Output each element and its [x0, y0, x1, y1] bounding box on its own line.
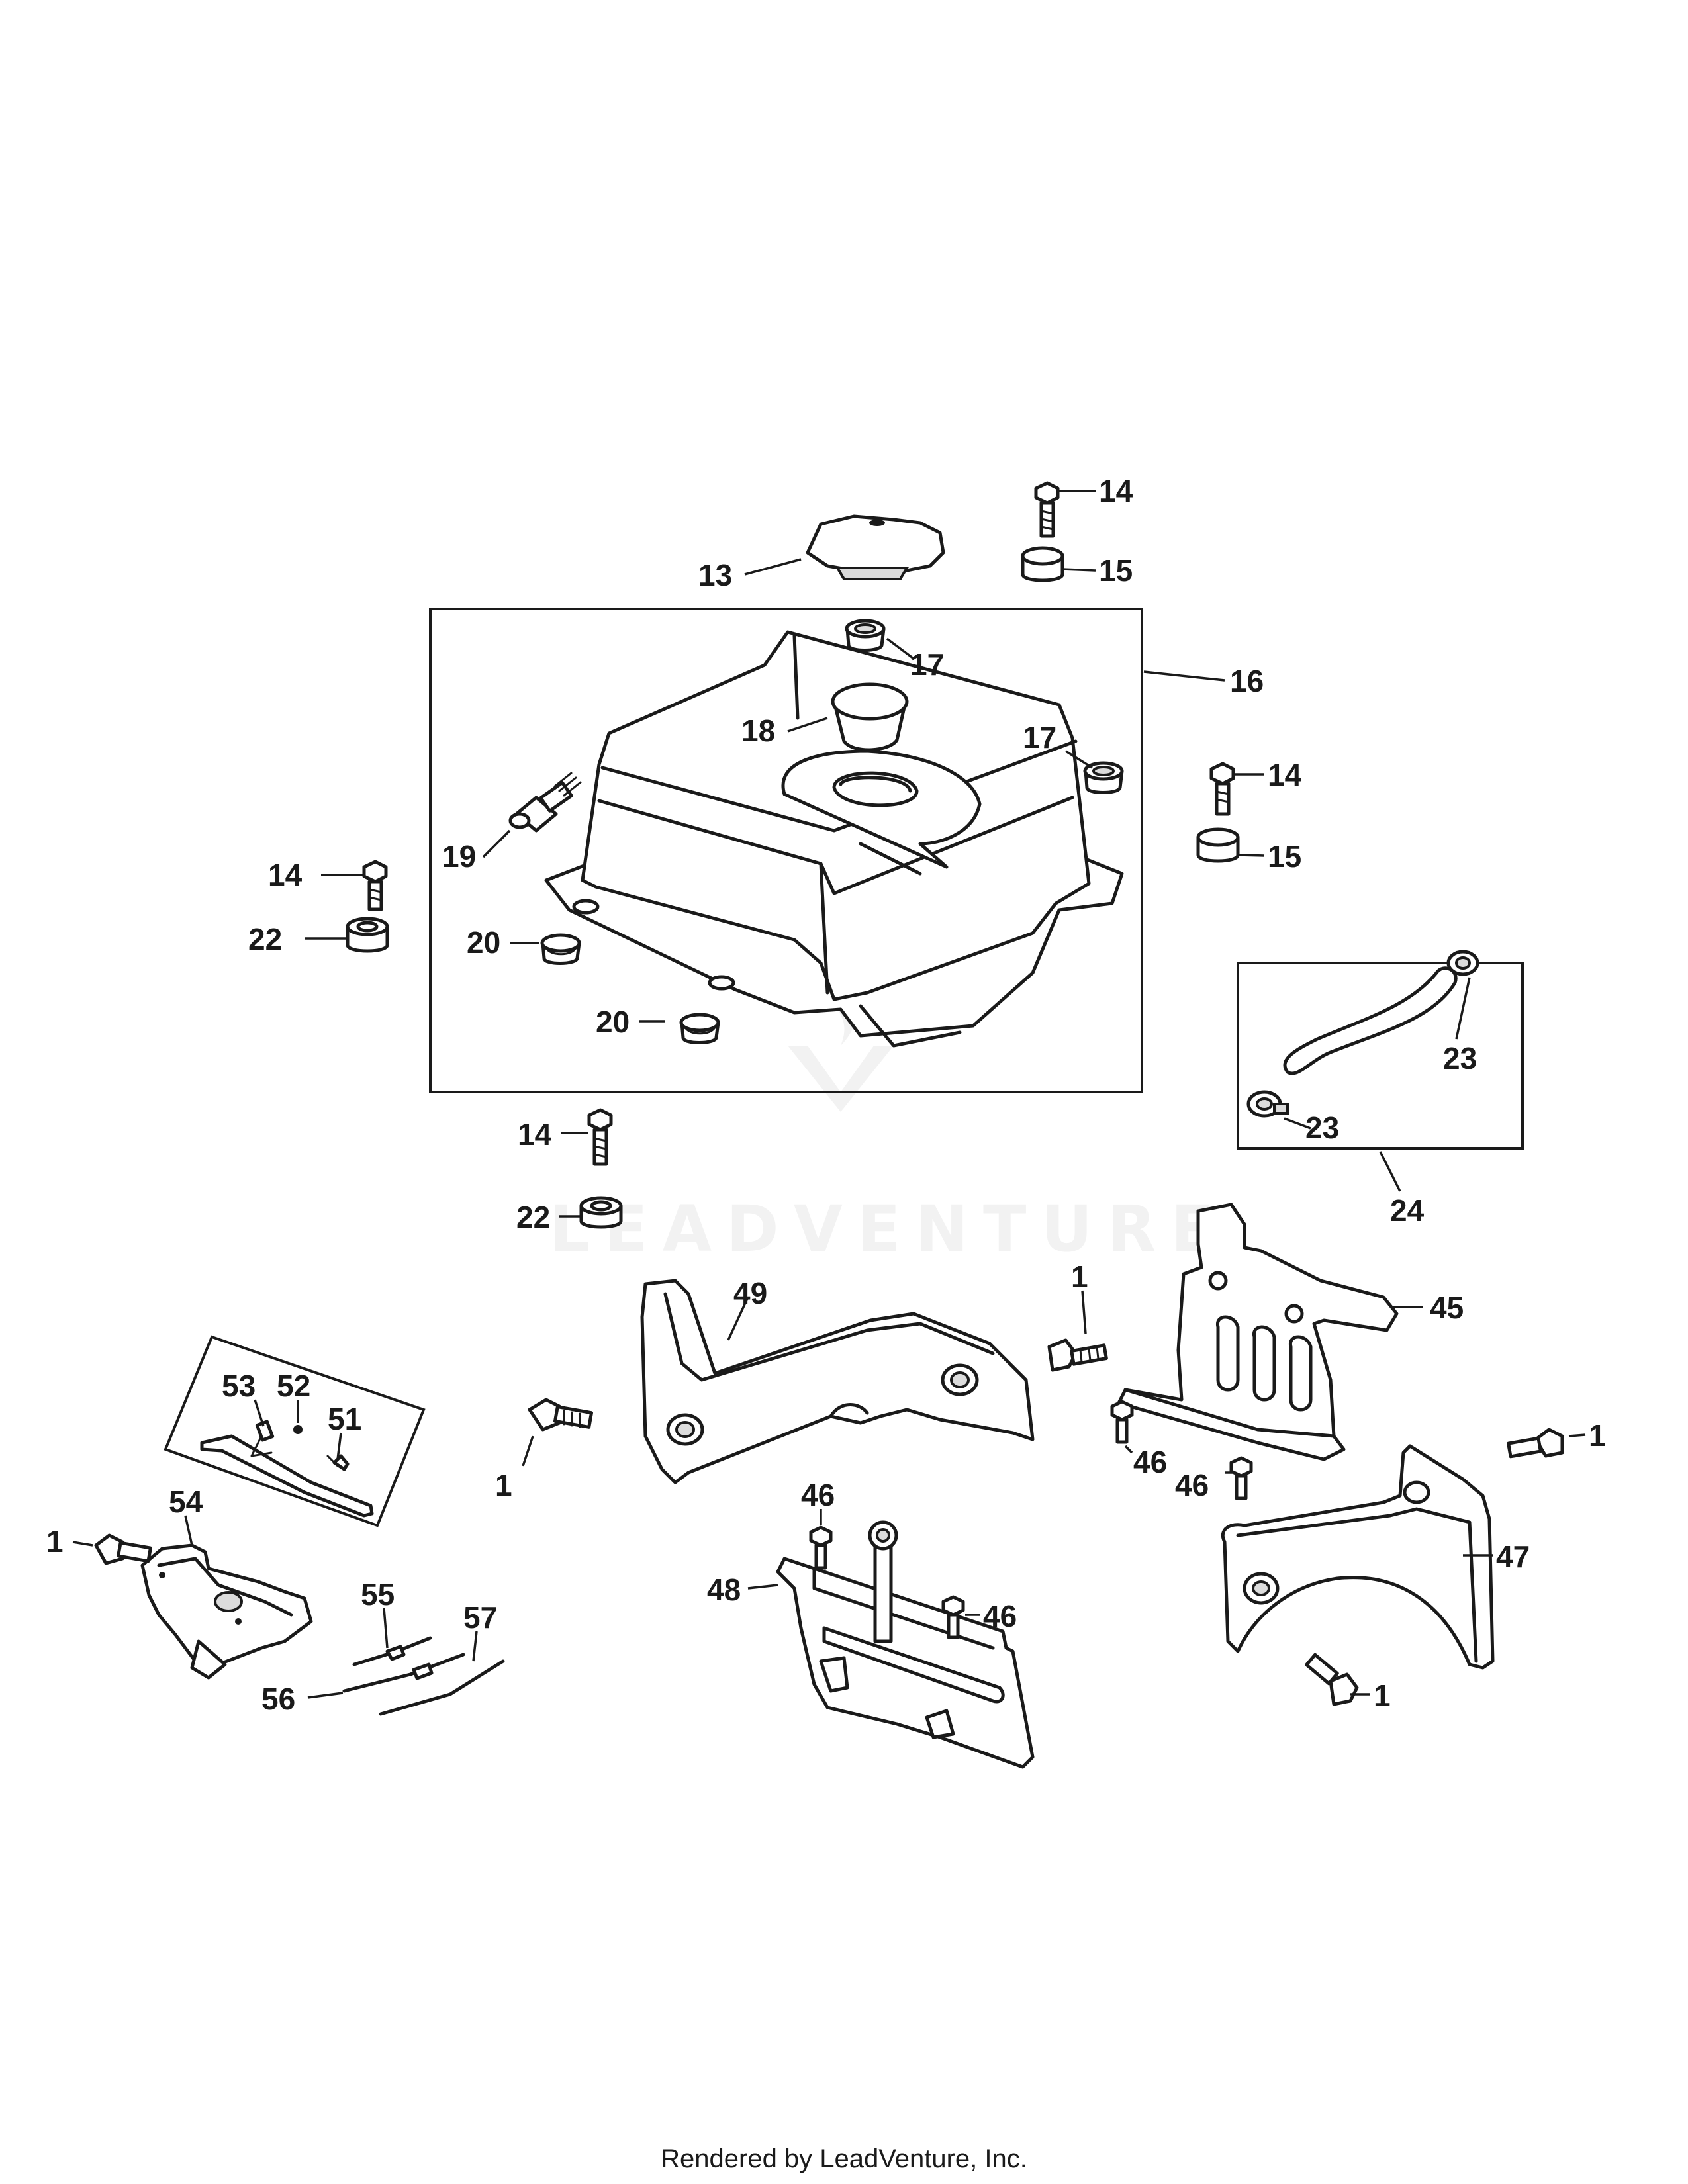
callout-24: 24 [1390, 1193, 1425, 1228]
callout-20: 20 [596, 1005, 630, 1039]
hex-bolt-46-lower[interactable] [941, 1595, 965, 1639]
fuel-cap[interactable] [806, 514, 945, 580]
callout-49: 49 [733, 1276, 767, 1310]
engine-shroud-bracket[interactable] [1221, 1444, 1495, 1670]
choke-linkage-kit-box [164, 1335, 426, 1527]
callout-45: 45 [1430, 1291, 1464, 1325]
grommet-bottom-center[interactable] [679, 1013, 720, 1044]
governor-spring[interactable] [379, 1659, 505, 1716]
callouts: 14 15 13 17 16 18 17 14 19 15 14 22 20 2… [46, 474, 1606, 1716]
callout-1: 1 [495, 1468, 512, 1502]
flange-bolt-bottom[interactable] [1305, 1653, 1359, 1706]
flange-bolt-far-left[interactable] [94, 1533, 152, 1565]
callout-14: 14 [268, 858, 303, 892]
callout-20: 20 [467, 925, 500, 960]
grommet-top-left[interactable] [845, 619, 886, 652]
callout-46: 46 [983, 1599, 1017, 1633]
callout-56: 56 [261, 1682, 295, 1716]
choke-lever[interactable] [200, 1420, 374, 1518]
bolt-left[interactable] [362, 860, 388, 911]
fuel-strainer[interactable] [831, 682, 909, 752]
callout-18: 18 [741, 713, 775, 748]
callout-14: 14 [1268, 758, 1302, 792]
callout-15: 15 [1268, 839, 1301, 874]
callout-13: 13 [698, 558, 732, 592]
callout-17: 17 [910, 647, 944, 682]
callout-14: 14 [1099, 474, 1133, 508]
tank-bracket-left[interactable] [640, 1279, 1035, 1484]
fuel-line[interactable] [1283, 966, 1458, 1075]
hose-clamp-lower[interactable] [1246, 1090, 1289, 1118]
spacer-top[interactable] [1021, 546, 1064, 582]
spacer-right[interactable] [1196, 827, 1240, 863]
bolt-lower[interactable] [587, 1108, 613, 1166]
fuel-line-kit-box [1237, 962, 1524, 1150]
callout-23: 23 [1305, 1111, 1339, 1145]
callout-57: 57 [463, 1600, 497, 1635]
callout-48: 48 [707, 1572, 741, 1607]
footer-credit: Rendered by LeadVenture, Inc. [661, 2144, 1027, 2173]
callout-22: 22 [516, 1200, 550, 1234]
callout-55: 55 [361, 1577, 395, 1612]
callout-14: 14 [518, 1117, 552, 1152]
hex-bolt-46-center[interactable] [809, 1525, 833, 1570]
hex-bolt-46-right[interactable] [1229, 1456, 1253, 1500]
callout-51: 51 [328, 1402, 361, 1436]
flange-bolt-right[interactable] [1507, 1428, 1564, 1459]
bolt-right[interactable] [1209, 762, 1235, 816]
hose-clamp-upper[interactable] [1446, 950, 1479, 976]
bolt-top[interactable] [1034, 481, 1060, 538]
fuel-tank-assembly-box [429, 608, 1143, 1093]
callout-54: 54 [169, 1484, 203, 1519]
callout-15: 15 [1099, 553, 1133, 588]
fuel-shutoff-valve[interactable] [508, 772, 582, 833]
callout-46: 46 [1133, 1445, 1167, 1479]
hex-bolt-46-upper[interactable] [1110, 1400, 1134, 1444]
grommet-bottom-left[interactable] [540, 933, 581, 965]
callout-53: 53 [222, 1369, 256, 1403]
flange-bolt-center[interactable] [1047, 1338, 1108, 1372]
callout-1: 1 [46, 1524, 64, 1559]
mounting-plate-bracket[interactable] [776, 1520, 1035, 1769]
spacer-lower[interactable] [579, 1196, 623, 1229]
callout-17: 17 [1023, 720, 1056, 754]
spacer-left[interactable] [346, 917, 389, 953]
flange-bolt-left[interactable] [528, 1398, 594, 1432]
watermark-text: LEADVENTURE [549, 1192, 1229, 1266]
throttle-rod[interactable] [352, 1636, 432, 1666]
tank-bracket-right[interactable] [1117, 1203, 1399, 1461]
throttle-bracket[interactable] [140, 1543, 313, 1680]
choke-nut[interactable] [293, 1425, 303, 1434]
callout-1: 1 [1589, 1418, 1606, 1453]
callout-16: 16 [1230, 664, 1264, 698]
fuel-tank[interactable] [544, 630, 1124, 1048]
callout-19: 19 [442, 839, 476, 874]
callout-23: 23 [1443, 1041, 1477, 1075]
leader-lines [72, 490, 1586, 1699]
governor-rod[interactable] [342, 1653, 465, 1693]
callout-22: 22 [248, 922, 282, 956]
callout-52: 52 [277, 1369, 310, 1403]
callout-1: 1 [1071, 1259, 1088, 1294]
callout-47: 47 [1496, 1539, 1530, 1574]
grommet-top-right[interactable] [1083, 761, 1124, 794]
callout-46: 46 [1175, 1468, 1209, 1502]
callout-46: 46 [801, 1478, 835, 1512]
callout-1: 1 [1374, 1678, 1391, 1713]
